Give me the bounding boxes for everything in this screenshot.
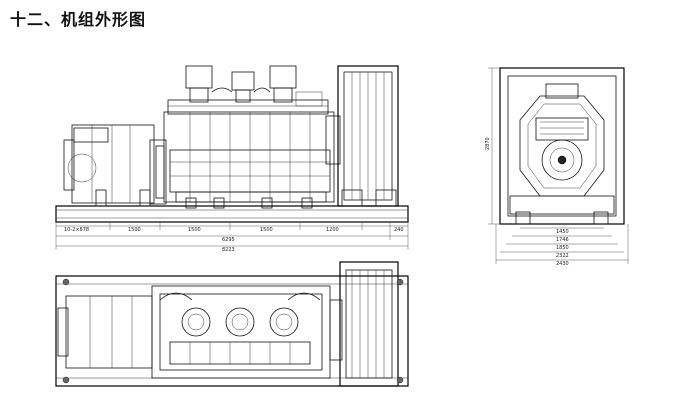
radiator-top xyxy=(329,261,399,387)
dim-side-total-1: 6295 xyxy=(222,237,235,243)
alternator-side xyxy=(63,124,155,207)
dim-side-1: 10-2×678 xyxy=(64,227,89,233)
engine-top xyxy=(151,285,331,379)
flywheel-housing xyxy=(149,139,167,205)
side-base-frame xyxy=(55,205,409,223)
page-title: 十二、机组外形图 xyxy=(10,10,147,29)
radiator-side xyxy=(325,65,399,207)
dim-end-2: 1746 xyxy=(556,237,569,243)
dim-side-total-2: 8223 xyxy=(222,247,235,253)
dim-side-4: 1500 xyxy=(260,227,273,233)
dim-side-6: 240 xyxy=(394,227,404,233)
side-dimensions: 10-2×678 1500 1500 1500 1200 240 6295 82… xyxy=(55,222,409,253)
dim-end-height: 2870 xyxy=(485,137,491,150)
end-view: 2870 1450 1746 1850 2322 2430 xyxy=(485,67,629,267)
dim-end-1: 1450 xyxy=(556,229,569,235)
top-base-frame xyxy=(55,275,409,387)
top-view xyxy=(55,261,409,387)
engine-block-side xyxy=(163,99,335,209)
dim-end-5: 2430 xyxy=(556,261,569,267)
end-outline xyxy=(499,67,625,225)
alternator-top xyxy=(57,295,153,369)
side-view: 10-2×678 1500 1500 1500 1200 240 6295 82… xyxy=(55,65,409,253)
dim-side-5: 1200 xyxy=(326,227,339,233)
dim-end-4: 2322 xyxy=(556,253,569,259)
engine-cross-section xyxy=(519,95,605,197)
end-dimensions: 2870 1450 1746 1850 2322 2430 xyxy=(485,67,629,267)
dim-side-2: 1500 xyxy=(128,227,141,233)
dim-side-3: 1500 xyxy=(188,227,201,233)
dim-end-3: 1850 xyxy=(556,245,569,251)
turbochargers-side xyxy=(185,65,323,107)
